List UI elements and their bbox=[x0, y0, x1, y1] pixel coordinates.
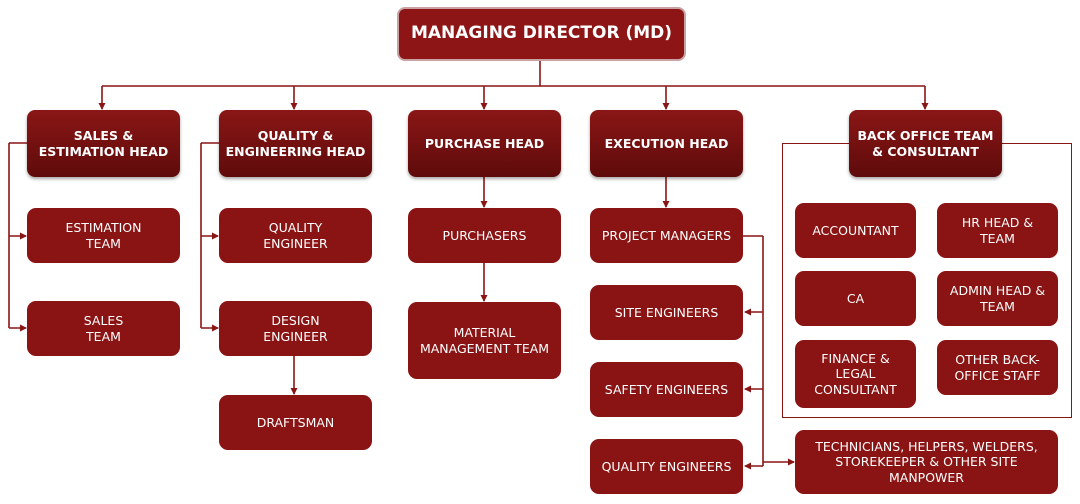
hr-head-team-box: HR HEAD & TEAM bbox=[937, 203, 1058, 258]
admin-head-team-box: ADMIN HEAD & TEAM bbox=[937, 271, 1058, 326]
finance-legal-consultant-box: FINANCE & LEGAL CONSULTANT bbox=[795, 340, 916, 408]
design-engineer-box: DESIGN ENGINEER bbox=[219, 301, 372, 356]
estimation-team-box: ESTIMATION TEAM bbox=[27, 208, 180, 263]
purchasers-box: PURCHASERS bbox=[408, 208, 561, 263]
ca-box: CA bbox=[795, 271, 916, 326]
quality-engineering-head-box: QUALITY & ENGINEERING HEAD bbox=[219, 110, 372, 177]
managing-director-box: MANAGING DIRECTOR (MD) bbox=[397, 7, 686, 61]
other-back-office-staff-box: OTHER BACK- OFFICE STAFF bbox=[937, 340, 1058, 395]
quality-engineer-box: QUALITY ENGINEER bbox=[219, 208, 372, 263]
project-managers-box: PROJECT MANAGERS bbox=[590, 208, 743, 263]
draftsman-box: DRAFTSMAN bbox=[219, 395, 372, 450]
site-engineers-box: SITE ENGINEERS bbox=[590, 285, 743, 340]
safety-engineers-box: SAFETY ENGINEERS bbox=[590, 362, 743, 417]
accountant-box: ACCOUNTANT bbox=[795, 203, 916, 258]
sales-team-box: SALES TEAM bbox=[27, 301, 180, 356]
site-manpower-box: TECHNICIANS, HELPERS, WELDERS, STOREKEEP… bbox=[795, 430, 1058, 494]
sales-estimation-head-box: SALES & ESTIMATION HEAD bbox=[27, 110, 180, 177]
quality-engineers-box: QUALITY ENGINEERS bbox=[590, 439, 743, 494]
purchase-head-box: PURCHASE HEAD bbox=[408, 110, 561, 177]
back-office-head-box: BACK OFFICE TEAM & CONSULTANT bbox=[849, 110, 1002, 177]
material-management-team-box: MATERIAL MANAGEMENT TEAM bbox=[408, 302, 561, 379]
execution-head-box: EXECUTION HEAD bbox=[590, 110, 743, 177]
